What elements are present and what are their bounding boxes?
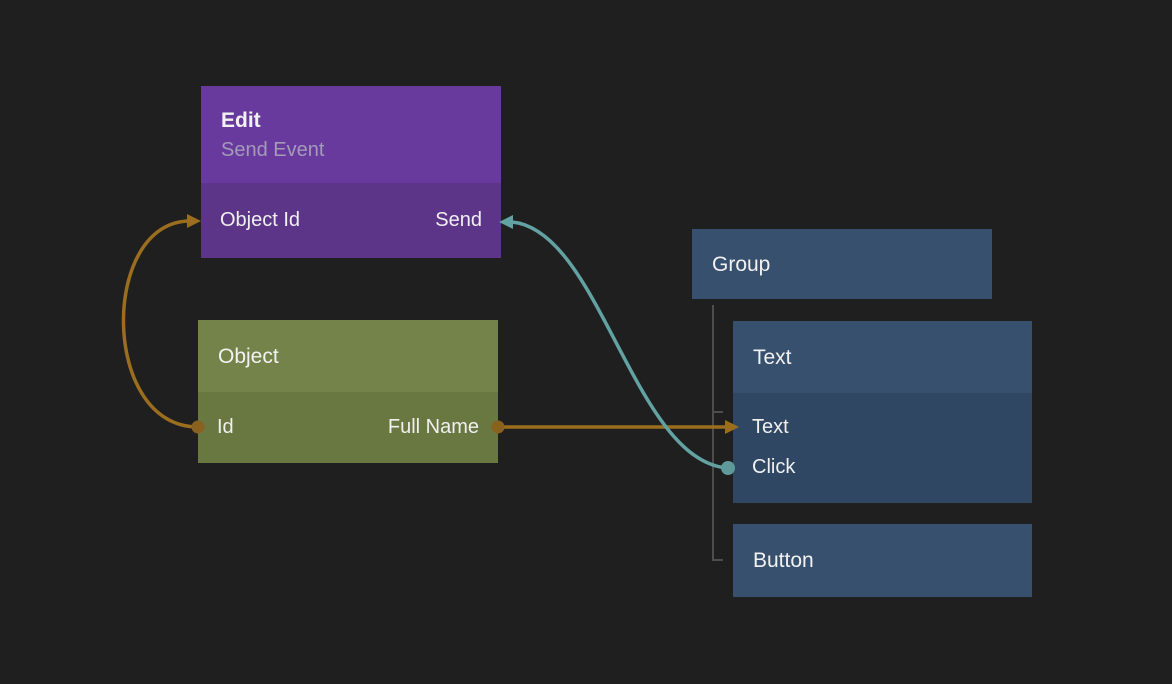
node-button[interactable]: Button	[733, 524, 1032, 597]
node-object[interactable]: Object Id Full Name	[198, 320, 498, 463]
node-object-body: Id Full Name	[198, 392, 498, 463]
port-send[interactable]: Send	[435, 209, 482, 231]
node-group[interactable]: Group	[692, 229, 992, 299]
group-tree-tick-button	[712, 559, 723, 561]
node-edit-header[interactable]: Edit Send Event	[201, 86, 501, 183]
port-id[interactable]: Id	[217, 416, 234, 438]
node-object-title: Object	[218, 344, 279, 368]
port-object-id[interactable]: Object Id	[220, 209, 301, 231]
node-group-header[interactable]: Group	[692, 229, 992, 299]
node-button-header[interactable]: Button	[733, 524, 1032, 597]
node-object-header[interactable]: Object	[198, 320, 498, 392]
port-click[interactable]: Click	[752, 455, 796, 478]
node-text-body: Text Click	[733, 393, 1032, 503]
node-text-header[interactable]: Text	[733, 321, 1032, 393]
port-text[interactable]: Text	[752, 415, 789, 438]
node-button-title: Button	[753, 549, 814, 572]
group-tree-vertical-line	[712, 305, 714, 561]
node-edit-subtitle: Send Event	[221, 138, 325, 161]
arrowhead-icon	[187, 214, 201, 228]
node-text-title: Text	[753, 345, 792, 369]
arrowhead-icon	[499, 215, 513, 229]
group-tree-tick-text	[712, 411, 723, 413]
edge-id-to-object-id[interactable]	[121, 219, 200, 429]
node-edit-title: Edit	[221, 108, 261, 132]
port-full-name[interactable]: Full Name	[387, 416, 479, 438]
node-edit-body: Object Id Send	[201, 183, 501, 258]
node-text[interactable]: Text Text Click	[733, 321, 1032, 503]
node-group-title: Group	[712, 252, 771, 276]
node-edit[interactable]: Edit Send Event Object Id Send	[201, 86, 501, 258]
